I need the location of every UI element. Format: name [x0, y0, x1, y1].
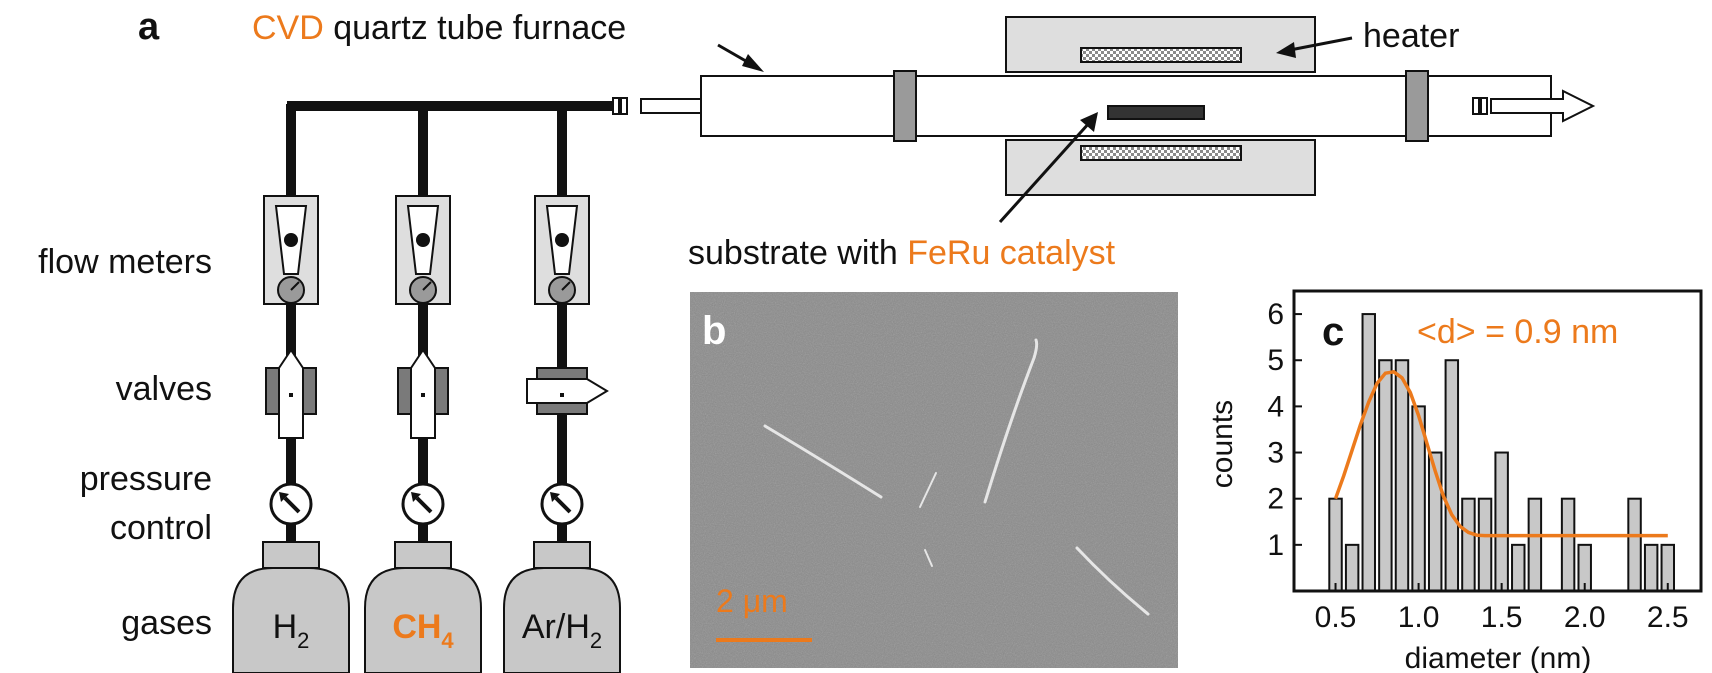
histogram-bar — [1527, 497, 1543, 593]
gas-manifold — [286, 101, 613, 545]
gas-line-3: Ar/H2 — [503, 195, 621, 673]
gas-label-ar-h2: Ar/H2 — [522, 608, 602, 653]
histogram-bar — [1328, 497, 1343, 593]
histogram-bar — [1627, 497, 1642, 593]
label-flow-meters: flow meters — [38, 243, 212, 281]
heater-pointer-arrow — [1289, 36, 1353, 52]
flow-meter — [395, 195, 451, 305]
heater-label: heater — [1363, 17, 1459, 55]
x-tick-label: 0.5 — [1315, 601, 1357, 634]
pressure-gauge — [269, 482, 313, 526]
tube-flange-left — [893, 70, 917, 142]
outlet-connector — [1472, 89, 1596, 123]
gas-cylinder — [232, 541, 350, 673]
tube-flange-right — [1405, 70, 1429, 142]
flow-meter-ball — [416, 233, 430, 247]
substrate-label-prefix: substrate with — [688, 234, 907, 272]
flow-meter-ball — [284, 233, 298, 247]
nanotube — [1075, 546, 1150, 616]
furnace-label: CVD quartz tube furnace — [252, 9, 626, 47]
x-axis-label: diameter (nm) — [1405, 642, 1592, 673]
x-tick-label: 2.5 — [1647, 601, 1689, 634]
histogram-bar — [1511, 543, 1526, 592]
y-tick-label: 1 — [1267, 529, 1284, 562]
histogram-bar — [1461, 497, 1476, 593]
pressure-gauge — [401, 482, 445, 526]
y-tick-label: 2 — [1267, 483, 1284, 516]
scale-bar-label: 2 μm — [716, 583, 788, 619]
panel-a-letter: a — [138, 6, 160, 48]
x-tick-label: 2.0 — [1564, 601, 1606, 634]
substrate-pointer-arrow — [998, 120, 1092, 224]
y-tick-label: 4 — [1267, 390, 1284, 423]
histogram-bar — [1477, 497, 1493, 593]
x-tick-label: 1.0 — [1398, 601, 1440, 634]
histogram-bar — [1394, 359, 1410, 592]
histogram-bar — [1344, 543, 1360, 592]
nanotube — [924, 549, 933, 567]
substrate-label: substrate with FeRu catalyst — [688, 234, 1116, 272]
y-tick-label: 5 — [1267, 344, 1284, 377]
x-axis-ticks: 0.5 1.0 1.5 2.0 2.5 — [1315, 583, 1689, 634]
valve-open — [265, 348, 317, 439]
label-pressure: pressure — [80, 460, 212, 498]
gas-cylinder — [364, 541, 482, 673]
y-tick-label: 6 — [1267, 298, 1284, 331]
heater-top — [1005, 16, 1316, 73]
histogram-bar — [1560, 497, 1576, 593]
plot-frame — [1292, 289, 1703, 593]
gas-line-1: H2 — [232, 195, 350, 673]
furnace-label-rest: quartz tube furnace — [324, 9, 626, 47]
flow-meter — [263, 195, 319, 305]
nanotube — [983, 338, 1039, 504]
label-valves: valves — [116, 370, 212, 408]
nanotubes — [763, 338, 1150, 616]
substrate-pointer-arrowhead — [1080, 112, 1098, 132]
histogram-bars — [1328, 313, 1676, 593]
histogram-bar — [1444, 359, 1460, 592]
heater-pointer-arrowhead — [1276, 42, 1296, 58]
nanotube — [763, 424, 883, 499]
flow-meter — [534, 195, 590, 305]
histogram-bar — [1361, 313, 1376, 592]
gas-label-ch4: CH4 — [392, 608, 454, 653]
nanotube — [919, 472, 937, 508]
furnace-label-highlight: CVD — [252, 9, 324, 47]
panel-c-letter: c — [1322, 310, 1344, 354]
label-gases: gases — [121, 604, 212, 642]
y-axis-ticks: 1 2 3 4 5 6 — [1267, 298, 1302, 562]
panel-c: 1 2 3 4 5 6 0.5 1.0 1.5 2.0 2.5 c <d> = 0.9 nm di… — [1206, 289, 1703, 673]
histogram-bar — [1643, 543, 1659, 592]
substrate-label-highlight: FeRu catalyst — [907, 234, 1115, 272]
panel-b-letter: b — [702, 309, 726, 353]
substrate — [1107, 105, 1205, 120]
flow-meter-ball — [555, 233, 569, 247]
y-tick-label: 3 — [1267, 437, 1284, 470]
gaussian-fit-curve — [1333, 369, 1668, 538]
y-axis-label: counts — [1206, 400, 1239, 488]
furnace-pointer-arrowhead — [742, 54, 764, 72]
gas-label-h2: H2 — [273, 608, 310, 653]
gas-cylinder — [503, 541, 621, 673]
histogram-bar — [1494, 451, 1509, 592]
gas-line-2: CH4 — [364, 195, 482, 673]
histogram-bar — [1378, 359, 1393, 592]
outlet-flow-arrow — [1490, 89, 1596, 123]
x-tick-label: 1.5 — [1481, 601, 1523, 634]
mean-diameter-annotation: <d> = 0.9 nm — [1417, 313, 1618, 351]
valve-closed — [526, 367, 609, 415]
valve-open — [397, 348, 449, 439]
label-control: control — [110, 509, 212, 547]
panel-b: b 2 μm — [690, 292, 1178, 668]
panel-a: a CVD quartz tube furnace — [38, 6, 1596, 673]
pressure-gauge — [540, 482, 584, 526]
heater-bottom — [1005, 139, 1316, 196]
